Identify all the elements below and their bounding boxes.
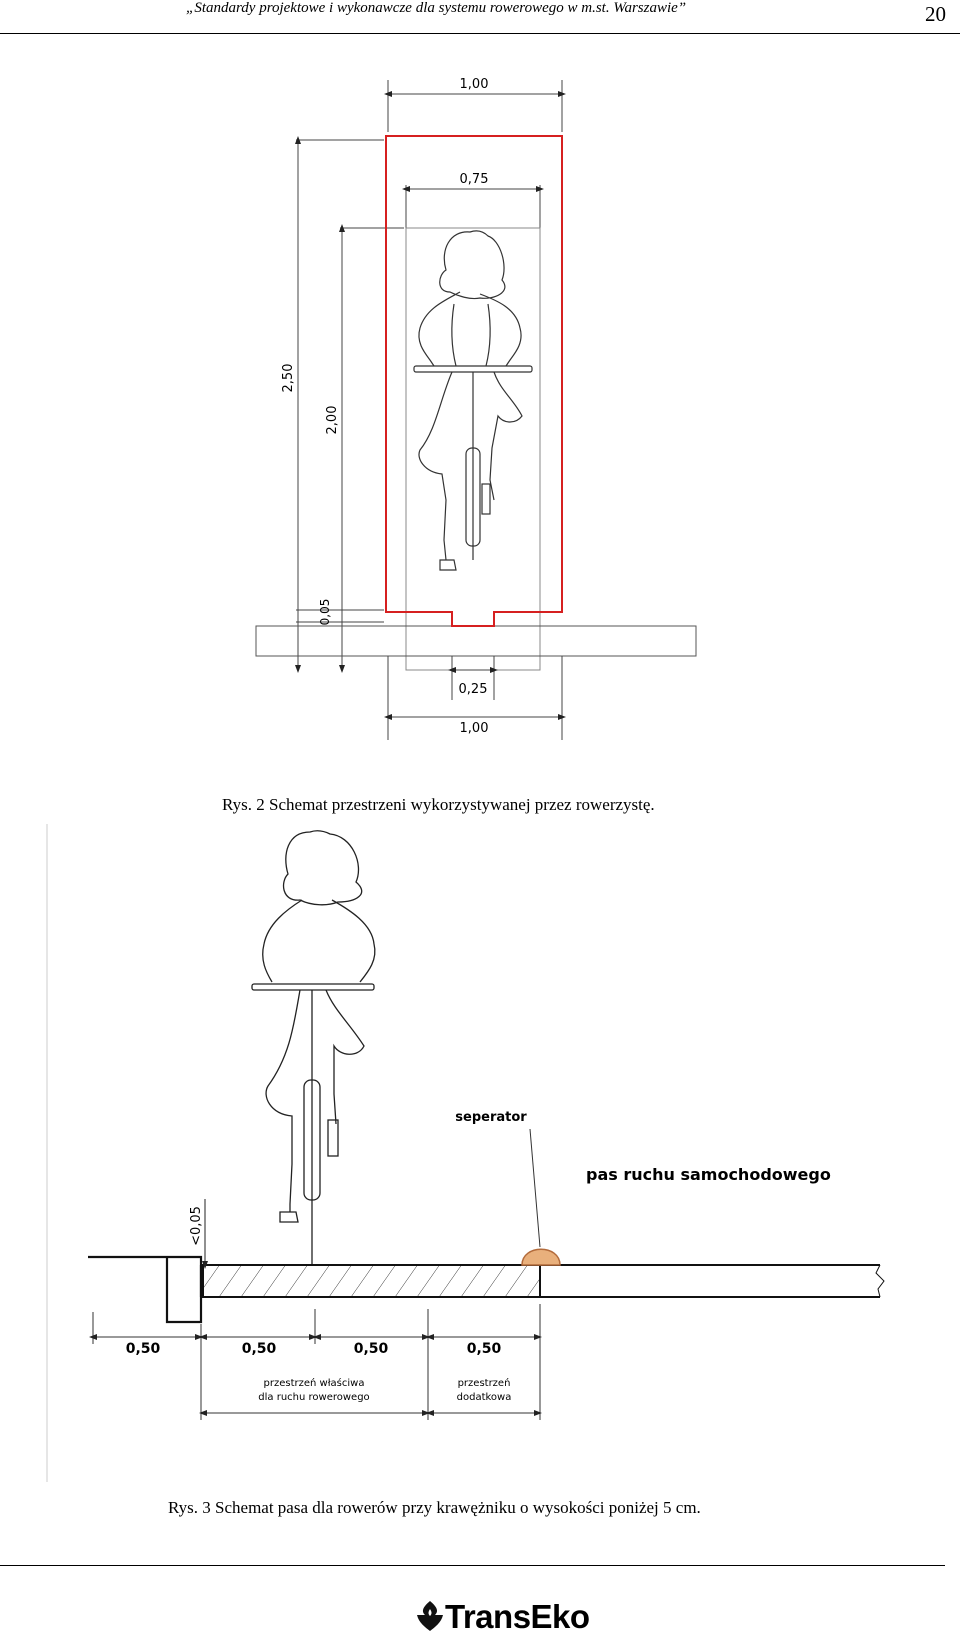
dim-width-inner: 0,75	[460, 172, 489, 187]
cyclist-front-figure	[413, 230, 533, 571]
dim-width-bottom: 1,00	[460, 721, 489, 736]
road-slab	[255, 625, 697, 657]
document-title: „Standardy projektowe i wykonawcze dla s…	[186, 0, 687, 16]
car-lane-slab	[540, 1264, 885, 1298]
header-rule	[0, 33, 960, 34]
separator-element	[521, 1248, 561, 1266]
bike-lane-slab	[202, 1264, 541, 1298]
footer-rule	[0, 1565, 945, 1566]
figure-cyclist-envelope: 1,00 0,75 2,50 2,00 0,05 0,25 1,00	[0, 60, 960, 745]
proper-space-label-2: dla ruchu rowerowego	[258, 1392, 369, 1403]
dim-width-wheel: 0,25	[459, 682, 488, 697]
dim-a: 0,50	[126, 1341, 161, 1357]
dim-curb-height: <0,05	[189, 1206, 204, 1246]
page-number: 20	[925, 2, 946, 26]
logo-mark-icon	[417, 1601, 443, 1631]
figure-1-caption: Rys. 2 Schemat przestrzeni wykorzystywan…	[222, 795, 655, 814]
dim-width-top: 1,00	[460, 77, 489, 92]
transeko-logo: TransEko	[415, 1596, 590, 1636]
curb-structure	[88, 1255, 203, 1324]
figure-1-drawing: 1,00 0,75 2,50 2,00 0,05 0,25 1,00	[255, 77, 697, 745]
figure-2-drawing: <0,05 0,50 0,50 0,50 0,50 przestrzeń wła…	[46, 824, 885, 1482]
logo-text: TransEko	[445, 1597, 590, 1635]
extra-space-label-1: przestrzeń	[458, 1377, 511, 1389]
dim-b: 0,50	[242, 1341, 277, 1357]
dim-height-base: 0,05	[318, 599, 332, 626]
dim-height-total: 2,50	[281, 364, 296, 393]
proper-space-label-1: przestrzeń właściwa	[264, 1377, 365, 1389]
clearance-envelope	[385, 135, 563, 627]
extra-space-label-2: dodatkowa	[457, 1392, 512, 1403]
dim-height-rider: 2,00	[325, 406, 340, 435]
cyclist-front-figure	[251, 830, 376, 1264]
dim-d: 0,50	[467, 1341, 502, 1357]
separator-leader	[529, 1128, 541, 1248]
car-lane-label: pas ruchu samochodowego	[586, 1165, 831, 1184]
figure-2-caption: Rys. 3 Schemat pasa dla rowerów przy kra…	[168, 1498, 701, 1517]
separator-label: seperator	[455, 1110, 527, 1125]
figure-bike-lane-section: <0,05 0,50 0,50 0,50 0,50 przestrzeń wła…	[0, 824, 960, 1484]
page-header: „Standardy projektowe i wykonawcze dla s…	[0, 0, 960, 34]
dim-c: 0,50	[354, 1341, 389, 1357]
